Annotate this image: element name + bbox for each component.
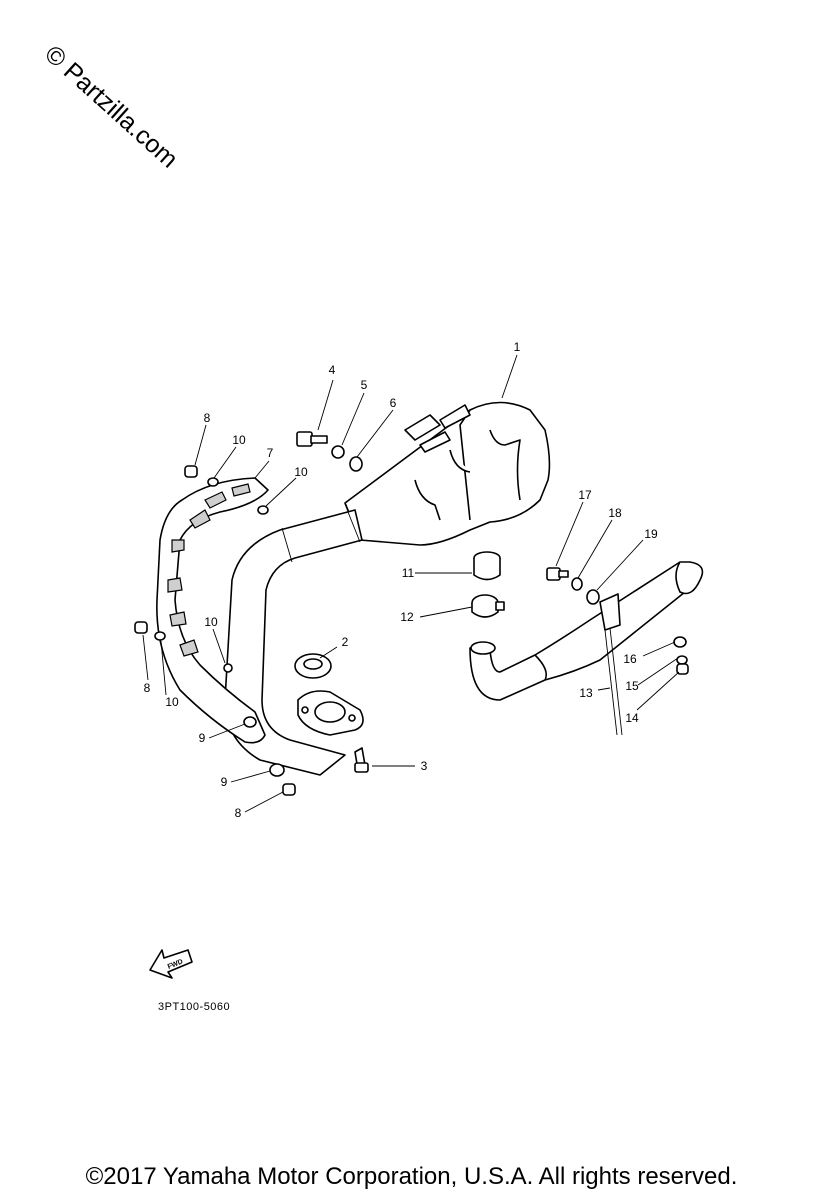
fastener-8-left[interactable] bbox=[134, 621, 148, 634]
copyright-notice: ©2017 Yamaha Motor Corporation, U.S.A. A… bbox=[85, 1163, 738, 1190]
part-18-washer[interactable] bbox=[571, 577, 583, 591]
callout-17: 17 bbox=[578, 488, 592, 502]
callout-15: 15 bbox=[625, 679, 639, 693]
callout-8-left: 8 bbox=[144, 681, 151, 695]
callout-4: 4 bbox=[329, 363, 336, 377]
leader-lines bbox=[142, 354, 680, 813]
washer-9-upper[interactable] bbox=[243, 716, 257, 728]
washer-10-left[interactable] bbox=[154, 631, 166, 641]
part-1-muffler[interactable] bbox=[344, 401, 551, 546]
callout-19: 19 bbox=[644, 527, 658, 541]
part-3-bolt[interactable] bbox=[354, 747, 369, 773]
callout-7: 7 bbox=[267, 446, 274, 460]
callout-2: 2 bbox=[342, 635, 349, 649]
callout-16: 16 bbox=[623, 652, 637, 666]
callout-12: 12 bbox=[400, 610, 414, 624]
callout-10-lower: 10 bbox=[204, 615, 218, 629]
part-5-spring-washer[interactable] bbox=[331, 445, 345, 459]
washer-10-lower[interactable] bbox=[223, 663, 233, 673]
callout-8-top: 8 bbox=[204, 411, 211, 425]
part-2-gasket[interactable] bbox=[294, 653, 332, 679]
diagram-code: 3PT100-5060 bbox=[158, 1001, 231, 1013]
part-19-washer[interactable] bbox=[586, 589, 600, 605]
part-13-silencer[interactable] bbox=[469, 561, 704, 701]
exhaust-pipe[interactable] bbox=[224, 509, 364, 776]
fwd-arrow-icon: FWD bbox=[149, 949, 193, 979]
washer-10-mid[interactable] bbox=[257, 505, 269, 515]
fastener-8-bottom[interactable] bbox=[282, 783, 296, 796]
callout-11: 11 bbox=[402, 566, 415, 580]
callout-13: 13 bbox=[579, 686, 593, 700]
callout-18: 18 bbox=[608, 506, 622, 520]
callout-10-top: 10 bbox=[232, 433, 246, 447]
callout-10-left: 10 bbox=[165, 695, 179, 709]
callout-3: 3 bbox=[421, 759, 428, 773]
callout-14: 14 bbox=[625, 711, 639, 725]
part-4-bolt[interactable] bbox=[296, 431, 328, 447]
callout-6: 6 bbox=[390, 396, 397, 410]
callout-5: 5 bbox=[361, 378, 368, 392]
callout-1: 1 bbox=[514, 340, 521, 354]
washer-10-top[interactable] bbox=[207, 477, 219, 487]
part-12-clamp[interactable] bbox=[471, 594, 505, 618]
part-14-bolt[interactable] bbox=[676, 663, 689, 675]
fastener-8-top[interactable] bbox=[184, 465, 198, 478]
part-16-washer[interactable] bbox=[673, 636, 687, 648]
callout-9-lower: 9 bbox=[221, 775, 228, 789]
callout-8-bottom: 8 bbox=[235, 806, 242, 820]
part-11-damper[interactable] bbox=[473, 551, 501, 581]
callout-9-upper: 9 bbox=[199, 731, 206, 745]
callout-10-mid: 10 bbox=[294, 465, 308, 479]
part-15-washer[interactable] bbox=[676, 655, 688, 665]
part-17-bolt[interactable] bbox=[546, 567, 569, 581]
part-6-washer[interactable] bbox=[349, 456, 363, 472]
washer-9-lower[interactable] bbox=[269, 763, 285, 777]
part-7-protector[interactable] bbox=[156, 477, 269, 744]
